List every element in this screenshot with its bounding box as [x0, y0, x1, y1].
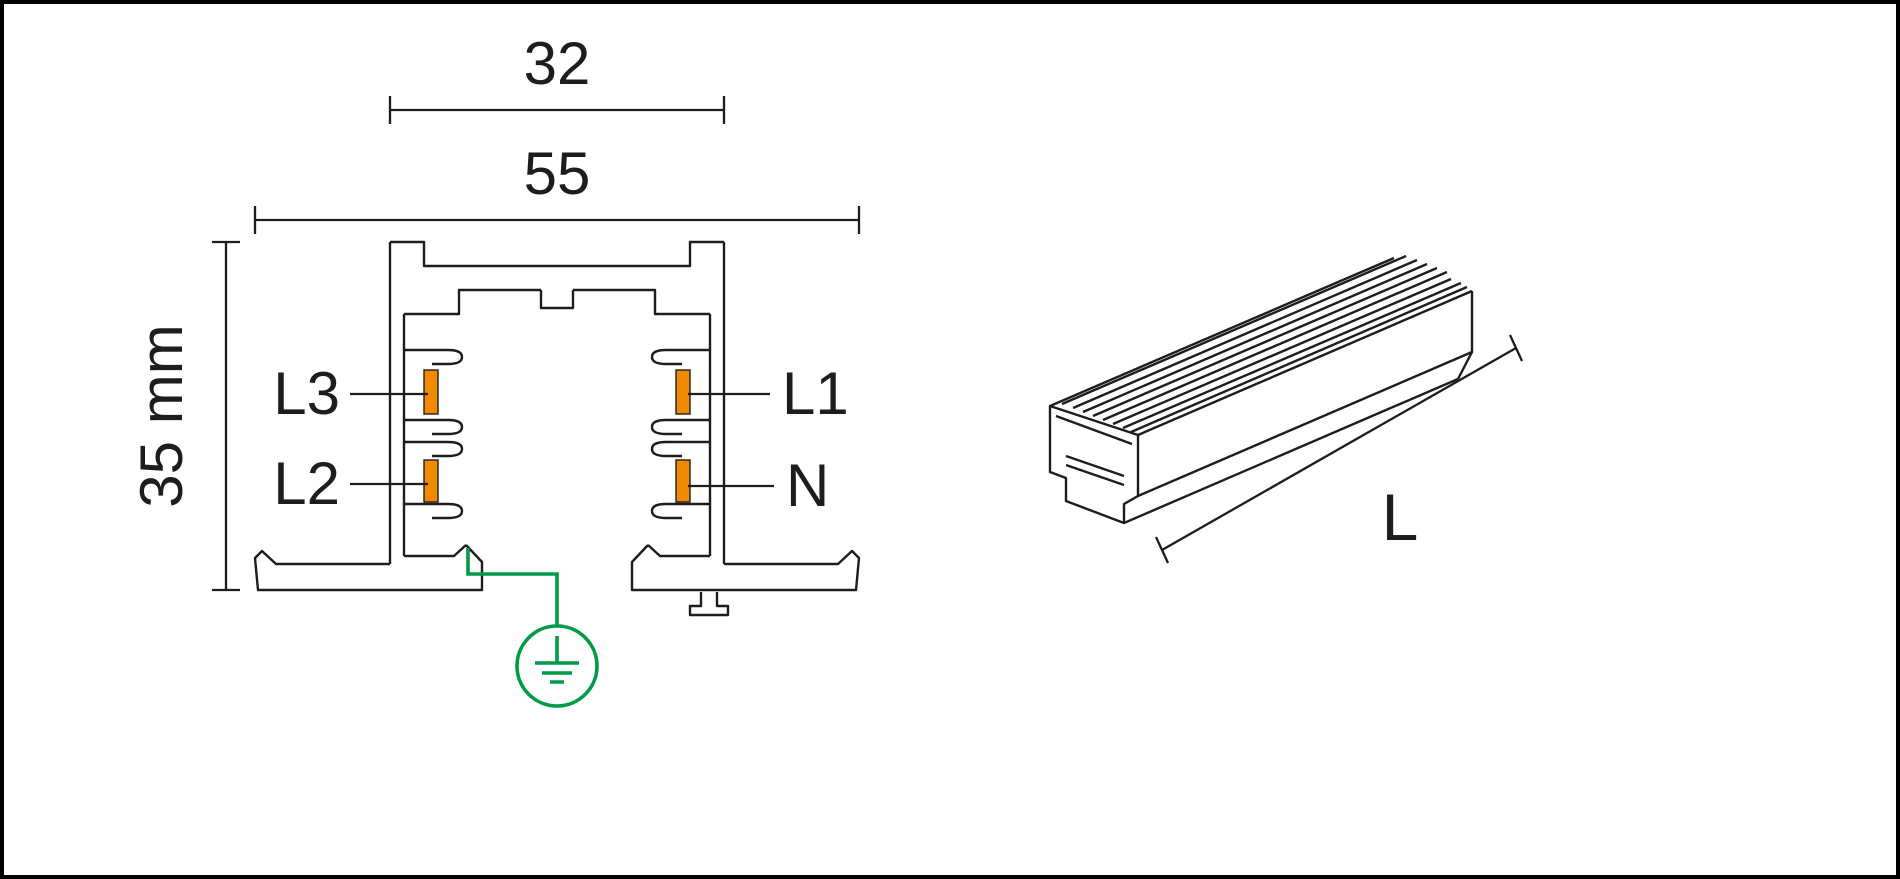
label-l2: L2 [273, 450, 340, 517]
dimension-line-length [1154, 334, 1524, 564]
dimension-label-35mm: 35 mm [128, 324, 195, 507]
dimension-label-length: L [1382, 480, 1419, 554]
dimension-line-32 [388, 96, 726, 124]
extrusion-side-edge-lines [1123, 350, 1473, 525]
earth-connection-line [466, 548, 559, 625]
earth-ground-icon [515, 624, 599, 708]
dimension-outer-width: 55 [253, 140, 861, 234]
extrusion-end-face-detail [1055, 414, 1133, 487]
earth-connection [466, 548, 599, 708]
dimension-line-55 [253, 206, 861, 234]
dimension-line-35mm [212, 240, 240, 592]
extrusion-far-end-edge [1456, 291, 1474, 380]
dimension-label-32: 32 [524, 30, 591, 97]
label-l1: L1 [782, 360, 849, 427]
earth-symbol-circle [515, 624, 599, 708]
extrusion-rib-edge-lines [1049, 254, 1473, 437]
label-n: N [786, 452, 829, 519]
dimension-length: L [1154, 334, 1524, 564]
track-profile-diagram: 32 55 35 mm L3 L2 L1 N [128, 30, 1524, 708]
dimension-label-55: 55 [524, 140, 591, 207]
conductor-labels: L3 L2 L1 N [273, 360, 849, 519]
profile-center-notch [539, 290, 575, 310]
isometric-view: L [1048, 254, 1524, 564]
dimension-top-width: 32 [388, 30, 726, 124]
earth-symbol-bars [535, 636, 579, 684]
profile-mounting-tab [688, 592, 730, 617]
cross-section-view: 32 55 35 mm L3 L2 L1 N [128, 30, 861, 708]
dimension-height: 35 mm [128, 240, 240, 592]
label-l3: L3 [273, 360, 340, 427]
